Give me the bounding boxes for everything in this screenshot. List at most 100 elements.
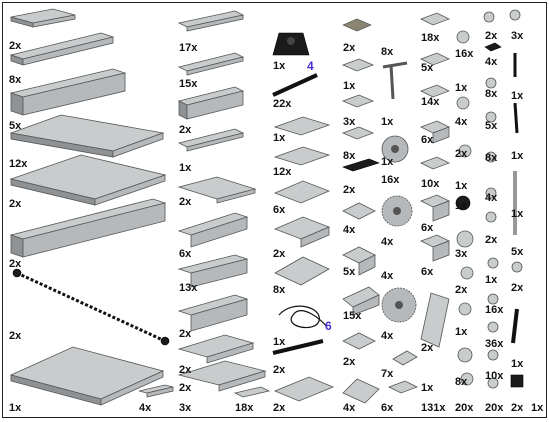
quantity-label: 1x	[343, 80, 356, 92]
quantity-label: 2x	[485, 30, 498, 42]
tile-icon	[273, 116, 331, 136]
tile-icon	[420, 12, 450, 26]
quantity-label: 2x	[179, 328, 192, 340]
quantity-label: 17x	[179, 42, 198, 54]
plate-icon	[420, 156, 450, 170]
quantity-label: 1x	[511, 358, 524, 370]
axle-icon	[272, 339, 324, 355]
quantity-label: 16x	[455, 48, 474, 60]
slope-icon	[342, 378, 380, 404]
quantity-label: 22x	[273, 98, 292, 110]
plate-icon	[177, 360, 267, 392]
quantity-label: 1x	[381, 156, 394, 168]
quantity-label: 6x	[421, 266, 434, 278]
hinge-icon	[392, 350, 418, 366]
quantity-label: 8x	[343, 150, 356, 162]
tile-icon	[274, 256, 330, 286]
plate-icon	[342, 332, 376, 350]
brick-icon	[420, 120, 450, 144]
quantity-label: 1x	[381, 116, 394, 128]
quantity-label: 1x	[421, 382, 434, 394]
round-plate-icon	[455, 30, 474, 386]
quantity-label: 1x	[455, 326, 468, 338]
quantity-label: 7x	[381, 368, 394, 380]
tile-icon	[342, 158, 380, 172]
quantity-label: 2x	[9, 258, 22, 270]
quantity-label: 15x	[179, 78, 198, 90]
quantity-label: 6x	[421, 222, 434, 234]
plate-icon	[341, 58, 375, 72]
round-plate-icon	[483, 11, 502, 389]
quantity-label: 4x	[455, 116, 468, 128]
quantity-label: 6x	[381, 402, 394, 414]
plate-icon	[420, 84, 450, 98]
quantity-label: 12x	[273, 166, 292, 178]
quantity-label: 1x	[273, 60, 286, 72]
quantity-label: 2x	[179, 364, 192, 376]
quantity-label: 5x	[511, 246, 524, 258]
hinge-icon	[272, 32, 310, 56]
tile-icon	[233, 386, 271, 398]
quantity-label: 10x	[421, 178, 440, 190]
quantity-label: 16x	[381, 174, 400, 186]
quantity-label: 2x	[511, 402, 524, 414]
plate-icon	[177, 176, 257, 204]
tile-icon	[388, 380, 418, 394]
quantity-label: 2x	[343, 42, 356, 54]
quantity-label: 2x	[273, 402, 286, 414]
quantity-label: 6x	[421, 134, 434, 146]
quantity-label: 1x	[9, 402, 22, 414]
quantity-label: 8x	[273, 284, 286, 296]
plate-icon	[342, 202, 376, 220]
plate-icon	[9, 32, 115, 66]
quantity-label: 2x	[485, 234, 498, 246]
slope-icon	[342, 286, 380, 316]
quantity-label: 5x	[9, 120, 22, 132]
parts-illustrations	[9, 8, 524, 406]
quantity-label: 13x	[179, 282, 198, 294]
plate-icon	[420, 52, 450, 66]
quantity-label: 4x	[381, 236, 394, 248]
quantity-label: 3x	[343, 116, 356, 128]
quantity-label: 8x	[9, 74, 22, 86]
quantity-label: 4x	[485, 192, 498, 204]
quantity-label: 2x	[9, 40, 22, 52]
tile-icon	[273, 146, 331, 166]
quantity-label: 4x	[139, 402, 152, 414]
quantity-label: 36x	[485, 338, 504, 350]
brick-icon	[9, 198, 167, 258]
quantity-label: 18x	[235, 402, 254, 414]
slope-icon	[177, 212, 249, 248]
quantity-label: 4x	[485, 56, 498, 68]
quantity-label: 3x	[511, 30, 524, 42]
tool-icon	[382, 61, 408, 100]
tile-icon	[177, 10, 245, 32]
plate-icon	[273, 216, 331, 248]
quantity-label: 5x	[343, 266, 356, 278]
quantity-label: 1x	[179, 162, 192, 174]
quantity-label: 12x	[9, 158, 28, 170]
string-icon	[278, 305, 328, 329]
quantity-label: 2x	[511, 282, 524, 294]
quantity-label: 18x	[421, 32, 440, 44]
quantity-label: 2x	[179, 382, 192, 394]
tile-icon	[342, 18, 372, 32]
quantity-label: 14x	[421, 96, 440, 108]
axle-icon	[272, 73, 318, 97]
quantity-label: 20x	[485, 402, 504, 414]
quantity-label: 8x	[485, 152, 498, 164]
quantity-label: 2x	[455, 284, 468, 296]
quantity-label: 1x	[455, 180, 468, 192]
quantity-label: 15x	[343, 310, 362, 322]
plate-icon	[177, 52, 245, 76]
quantity-label: 5x	[485, 120, 498, 132]
slope-icon	[420, 292, 450, 348]
quantity-label: 16x	[485, 304, 504, 316]
plate-icon	[177, 128, 245, 152]
quantity-label: 6x	[179, 248, 192, 260]
quantity-label: 20x	[455, 402, 474, 414]
quantity-label: 8x	[381, 46, 394, 58]
chain-icon	[12, 268, 170, 346]
quantity-label: 8x	[455, 376, 468, 388]
step-number: 6	[325, 319, 332, 333]
